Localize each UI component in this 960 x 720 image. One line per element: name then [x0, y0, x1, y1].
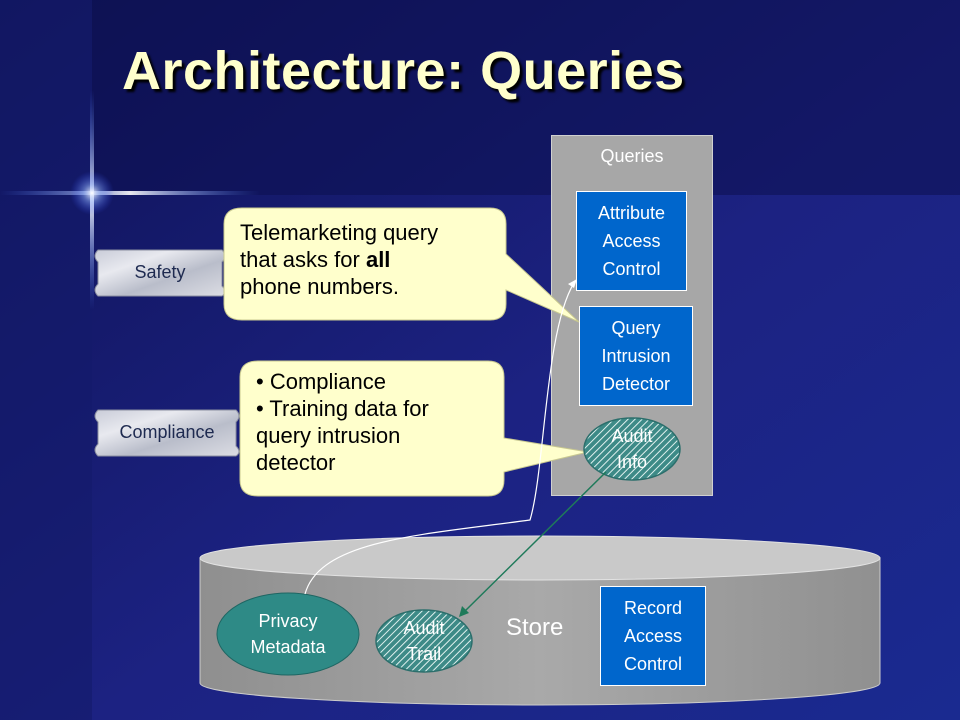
privacy-to-access-control-arrow — [304, 282, 575, 595]
compliance-callout-shape — [239, 360, 589, 497]
audit-trail-oval[interactable] — [375, 609, 473, 673]
attribute-access-control-line-1: Attribute — [597, 203, 666, 223]
compliance-bullet-2-line-1: • Training data for — [256, 396, 429, 421]
attribute-access-control-line-2: Access — [602, 231, 661, 251]
privacy-metadata-line-1: Privacy — [258, 611, 318, 631]
query-intrusion-detector-line-3: Detector — [601, 374, 671, 394]
record-access-control-line-3: Control — [623, 654, 683, 674]
audit-trail-line-2: Trail — [406, 644, 442, 664]
compliance-tag-label: Compliance — [119, 422, 215, 442]
query-intrusion-detector-box[interactable]: Query Intrusion Detector — [579, 306, 693, 406]
audit-info-oval[interactable] — [583, 417, 681, 481]
query-intrusion-detector-line-1: Query — [611, 318, 661, 338]
store-label: Store — [506, 614, 564, 641]
record-access-control-line-1: Record — [623, 598, 683, 618]
attribute-access-control-box[interactable]: Attribute Access Control — [576, 191, 687, 291]
telemarketing-line-2-bold: all — [365, 247, 391, 272]
record-access-control-box[interactable]: Record Access Control — [600, 586, 706, 686]
query-intrusion-detector-line-2: Intrusion — [601, 346, 671, 366]
arrowhead-attribute-access-control — [568, 279, 577, 288]
telemarketing-line-2: that asks for all — [240, 246, 438, 273]
audit-trail-label: Audit Trail — [376, 610, 472, 672]
telemarketing-callout-text: Telemarketing query that asks for all ph… — [240, 219, 438, 300]
slide-title: Architecture: Queries — [122, 41, 685, 101]
audit-info-to-audit-trail-arrow — [463, 471, 607, 613]
record-access-control-line-2: Access — [623, 626, 683, 646]
privacy-metadata-label: Privacy Metadata — [217, 603, 359, 665]
telemarketing-line-2-prefix: that asks for — [240, 247, 366, 272]
compliance-callout-text: • Compliance • Training data for query i… — [256, 368, 429, 476]
audit-info-label: Audit Info — [584, 418, 680, 480]
compliance-tag-shape — [94, 409, 240, 457]
privacy-metadata-oval[interactable] — [216, 592, 360, 676]
audit-trail-line-1: Audit — [403, 618, 445, 638]
audit-info-line-2: Info — [616, 452, 648, 472]
privacy-metadata-line-2: Metadata — [250, 637, 326, 657]
audit-info-line-1: Audit — [611, 426, 653, 446]
compliance-bullet-2-line-2: query intrusion — [256, 423, 401, 448]
arrowhead-audit-trail — [459, 606, 469, 617]
compliance-bullet-2-line-3: detector — [256, 450, 336, 475]
telemarketing-line-1: Telemarketing query — [240, 220, 439, 245]
telemarketing-line-3: phone numbers. — [240, 274, 399, 299]
safety-tag-label: Safety — [134, 262, 186, 282]
queries-panel-label: Queries — [600, 146, 664, 166]
compliance-bullet-1: • Compliance — [256, 369, 386, 394]
telemarketing-callout-shape — [223, 207, 580, 323]
attribute-access-control-line-3: Control — [602, 259, 661, 279]
